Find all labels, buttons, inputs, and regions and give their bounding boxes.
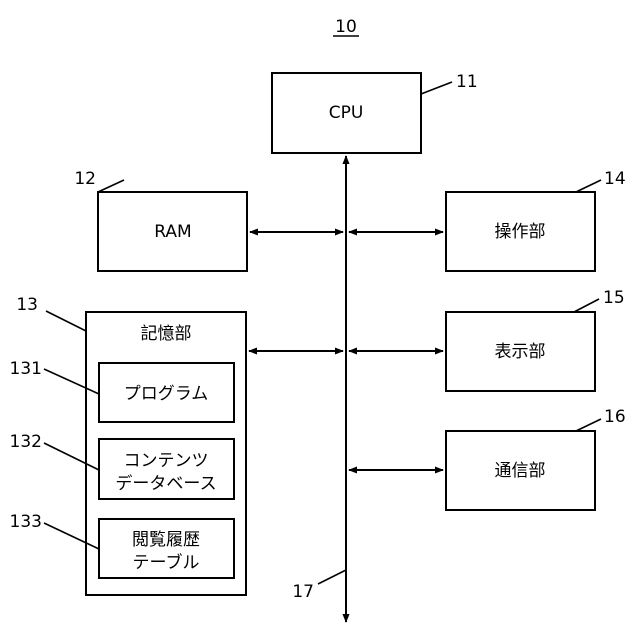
storage-item-program-ref: 131 [10,359,42,379]
storage-item-history-table-label-line1: 閲覧履歴 [132,530,200,550]
storage-item-history-table-ref: 133 [10,512,42,532]
operation-ref: 14 [604,169,626,189]
ram-label: RAM [154,222,191,242]
display-leader-line [574,299,599,312]
communication-ref: 16 [604,407,626,427]
storage-label: 記憶部 [141,324,192,344]
storage-item-contents-db-ref: 132 [10,432,42,452]
storage-ref: 13 [16,295,38,315]
display-label: 表示部 [495,342,546,362]
communication-leader-line [576,419,601,431]
storage-item-program-label: プログラム [124,384,209,404]
operation-leader-line [576,180,601,192]
operation-label: 操作部 [495,222,546,242]
cpu-label: CPU [329,103,364,123]
ram-ref: 12 [74,169,96,189]
cpu-leader-line [421,82,452,94]
figure-number: 10 [335,17,357,37]
ram-leader-line [98,180,124,192]
storage-item-contents-db-label-line1: コンテンツ [124,451,209,471]
storage-leader-line [46,311,86,331]
display-ref: 15 [603,288,625,308]
storage-item-history-table-label-line2: テーブル [133,552,200,573]
bus-leader-line [318,570,346,584]
storage-item-contents-db-label-line2: データベース [115,473,216,494]
communication-label: 通信部 [495,461,546,481]
cpu-ref: 11 [456,72,478,92]
bus-ref: 17 [292,582,314,602]
